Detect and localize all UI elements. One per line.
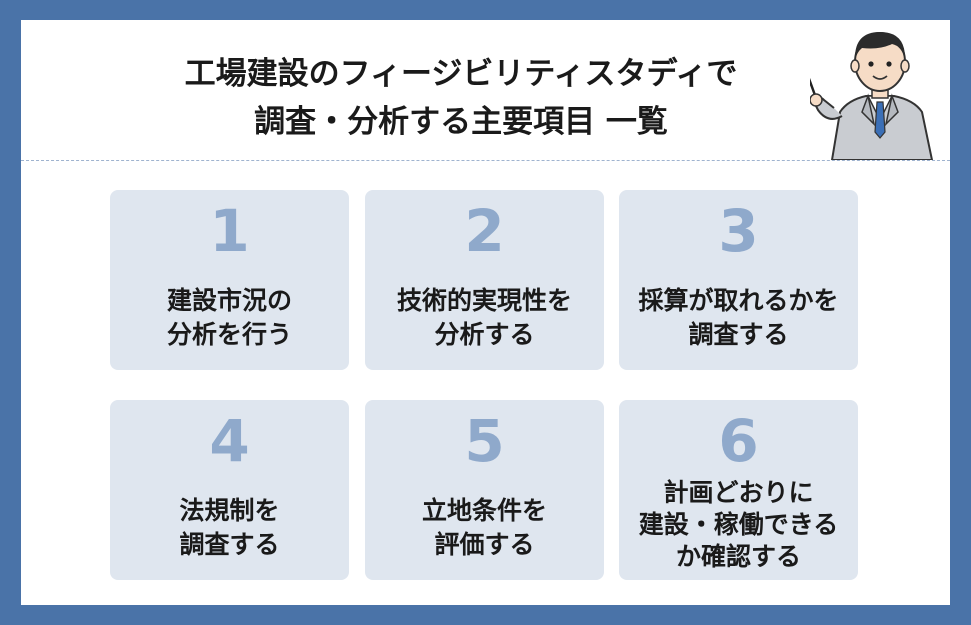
title-line-1: 工場建設のフィージビリティスタディで <box>184 56 738 92</box>
item-card-6: 6 計画どおりに 建設・稼働できる か確認する <box>619 400 858 580</box>
item-number: 3 <box>718 197 759 265</box>
infographic-frame: 工場建設のフィージビリティスタディで 調査・分析する主要項目 一覧 <box>21 20 950 605</box>
item-label: 採算が取れるかを 調査する <box>638 286 839 349</box>
item-card-1: 1 建設市況の 分析を行う <box>110 190 349 370</box>
item-card-3: 3 採算が取れるかを 調査する <box>619 190 858 370</box>
item-label: 技術的実現性を 分析する <box>396 286 572 349</box>
item-label: 建設市況の 分析を行う <box>166 286 292 349</box>
item-number: 4 <box>209 407 250 475</box>
item-card-2: 2 技術的実現性を 分析する <box>365 190 604 370</box>
item-number: 1 <box>209 197 250 265</box>
item-number: 5 <box>464 407 505 475</box>
item-number: 2 <box>464 197 505 265</box>
item-label: 計画どおりに 建設・稼働できる か確認する <box>638 478 839 571</box>
item-label: 法規制を 調査する <box>179 496 280 559</box>
page-title: 工場建設のフィージビリティスタディで 調査・分析する主要項目 一覧 <box>81 50 841 146</box>
item-card-4: 4 法規制を 調査する <box>110 400 349 580</box>
item-number: 6 <box>718 407 759 475</box>
header: 工場建設のフィージビリティスタディで 調査・分析する主要項目 一覧 <box>21 20 950 161</box>
teacher-illustration-icon <box>810 32 934 160</box>
title-line-2: 調査・分析する主要項目 一覧 <box>254 104 668 140</box>
item-label: 立地条件を 評価する <box>421 496 547 559</box>
item-card-5: 5 立地条件を 評価する <box>365 400 604 580</box>
